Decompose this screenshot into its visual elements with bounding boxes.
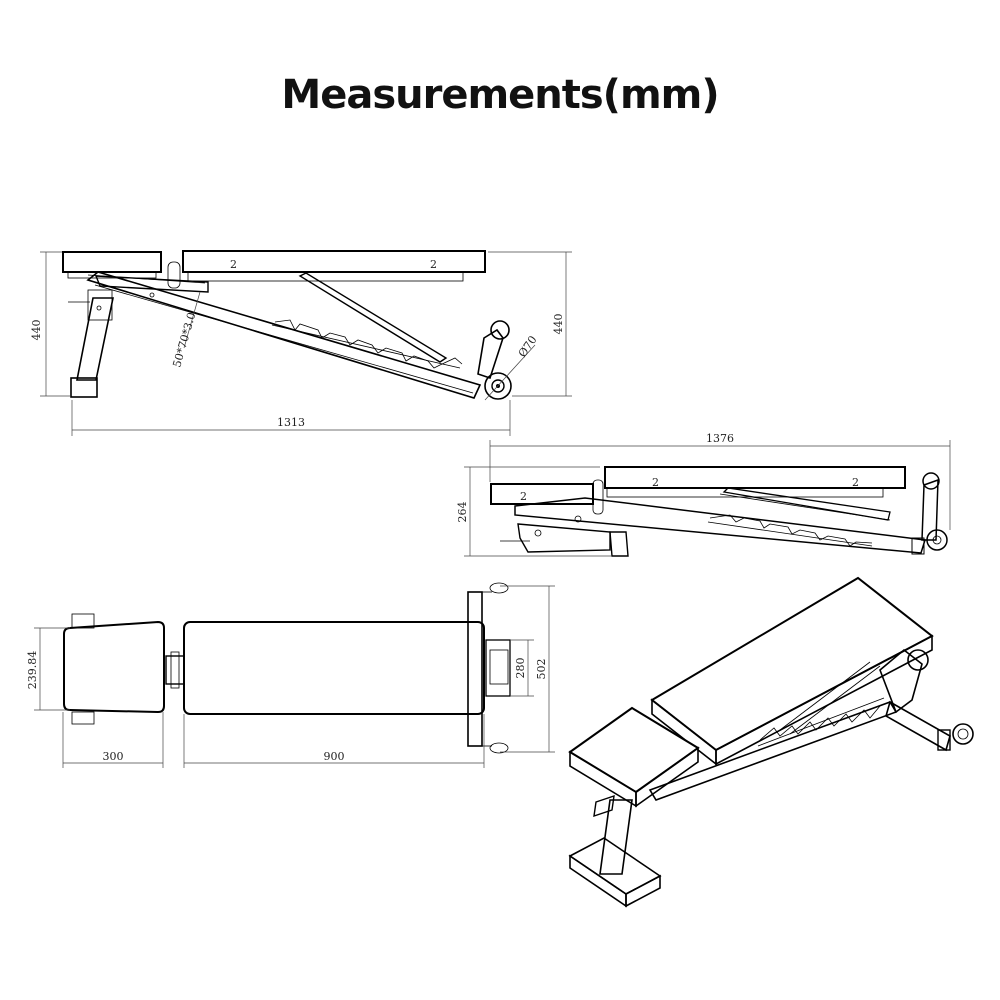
dim-tube-size: 50*70*3.0 (170, 311, 198, 369)
page-title: Measurements(mm) (281, 72, 719, 118)
svg-text:2: 2 (430, 258, 437, 271)
side-main-rail (86, 271, 482, 399)
side-wheel (484, 372, 512, 400)
iso-front-leg (599, 799, 633, 875)
side-foot (70, 377, 98, 398)
dim-top-backrest-length: 900 (324, 750, 345, 763)
dim-wheel-diameter: Ø70 (516, 333, 540, 359)
side-view: 2 2 (40, 250, 572, 436)
folded-seat-pad (490, 483, 594, 505)
top-backrest-pad (183, 621, 485, 715)
dim-side-length: 1313 (277, 416, 305, 429)
folded-view: 2 2 2 (464, 440, 951, 557)
svg-text:2: 2 (652, 476, 659, 489)
isometric-view (568, 576, 974, 908)
side-support-arm (298, 272, 448, 363)
svg-text:2: 2 (230, 258, 237, 271)
top-view (34, 582, 555, 768)
svg-text:2: 2 (520, 490, 527, 503)
svg-text:2: 2 (852, 476, 859, 489)
side-front-leg (76, 297, 114, 381)
side-seat-pad (62, 251, 162, 273)
folded-backrest-pad (604, 466, 906, 489)
dim-side-height-right: 440 (552, 314, 565, 335)
dim-folded-height: 264 (456, 502, 469, 523)
dim-side-height-left: 440 (30, 320, 43, 341)
dim-top-seat-width: 239.84 (26, 651, 39, 690)
dim-top-frame-width: 502 (535, 659, 548, 680)
dim-top-backrest-width: 280 (514, 658, 527, 679)
top-seat-pad (63, 620, 165, 714)
dim-top-seat-length: 300 (103, 750, 124, 763)
dim-folded-length: 1376 (706, 432, 734, 445)
side-backrest-pad (182, 250, 486, 273)
